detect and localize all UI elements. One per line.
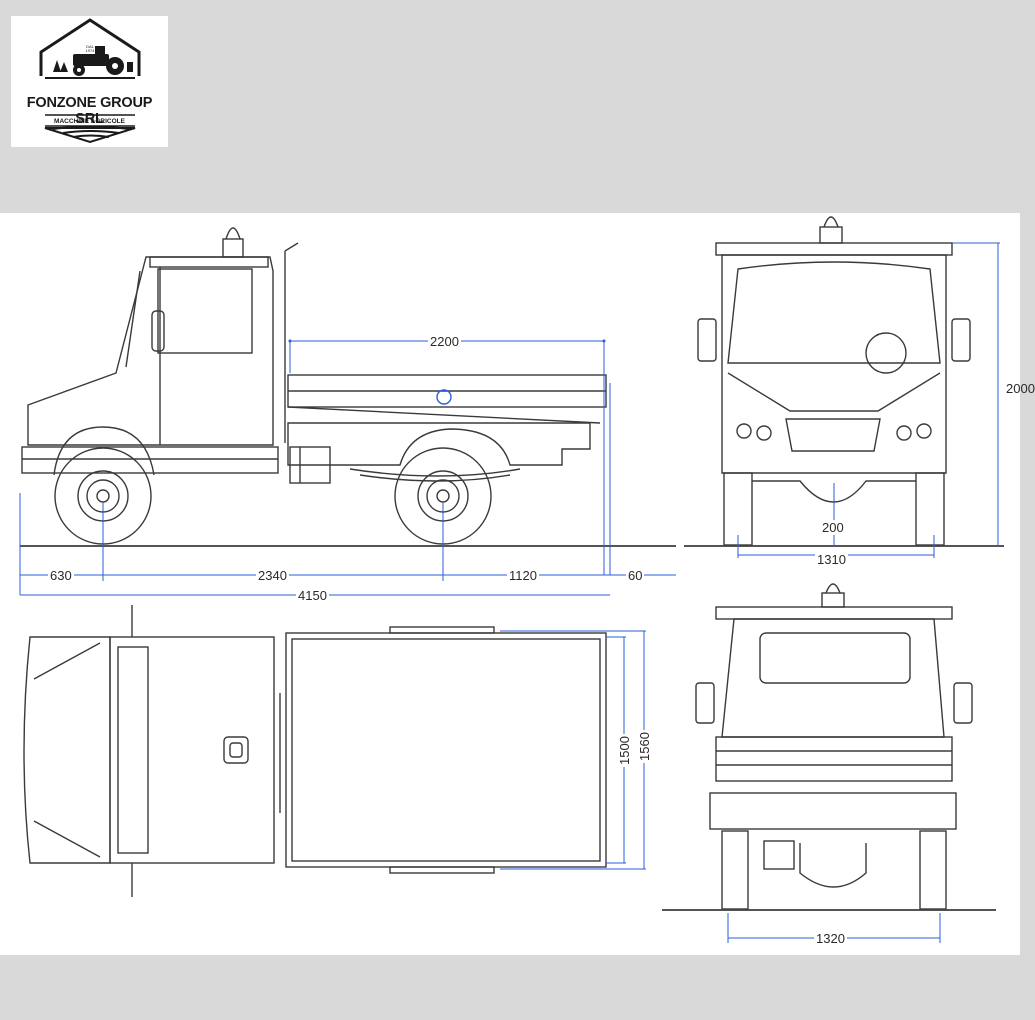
logo-emblem [39, 18, 141, 144]
dim-rear-section: 1120 [507, 568, 539, 583]
rear-view [662, 583, 996, 911]
logo-since: DAL 1974 [78, 45, 102, 53]
tractor-icon [73, 46, 124, 76]
top-view [23, 605, 607, 897]
dim-total-length: 4150 [296, 588, 329, 603]
technical-drawing-panel: 2200 2000 200 1310 630 2340 1120 60 4150… [0, 213, 1035, 955]
logo-brand: FONZONE GROUP SRL [26, 95, 153, 127]
dim-total-height: 2000 [1006, 381, 1035, 396]
vehicle-drawings [19, 216, 1004, 943]
side-dimensions [19, 339, 676, 596]
dim-front-overhang: 630 [48, 568, 74, 583]
dim-bed-inner-width: 1500 [616, 734, 632, 767]
company-logo: DAL 1974 FONZONE GROUP SRL MACCHINE AGRI… [11, 16, 168, 147]
dim-front-track: 1310 [815, 552, 848, 567]
dim-ground-clearance: 200 [820, 520, 846, 535]
field-icon [44, 125, 136, 144]
front-dimensions [737, 242, 1000, 558]
front-view [684, 216, 1004, 547]
tree-icon [53, 60, 133, 72]
logo-tagline: MACCHINE AGRICOLE [54, 118, 125, 125]
logo-since-top: DAL [86, 44, 94, 49]
logo-since-year: 1974 [85, 48, 95, 53]
side-view [20, 227, 676, 547]
dim-rear-overhang: 60 [626, 568, 645, 583]
dim-bed-outer-width: 1560 [636, 730, 652, 763]
dim-wheelbase: 2340 [256, 568, 289, 583]
dim-cargo-length: 2200 [428, 334, 461, 349]
dim-rear-track: 1320 [814, 931, 847, 946]
